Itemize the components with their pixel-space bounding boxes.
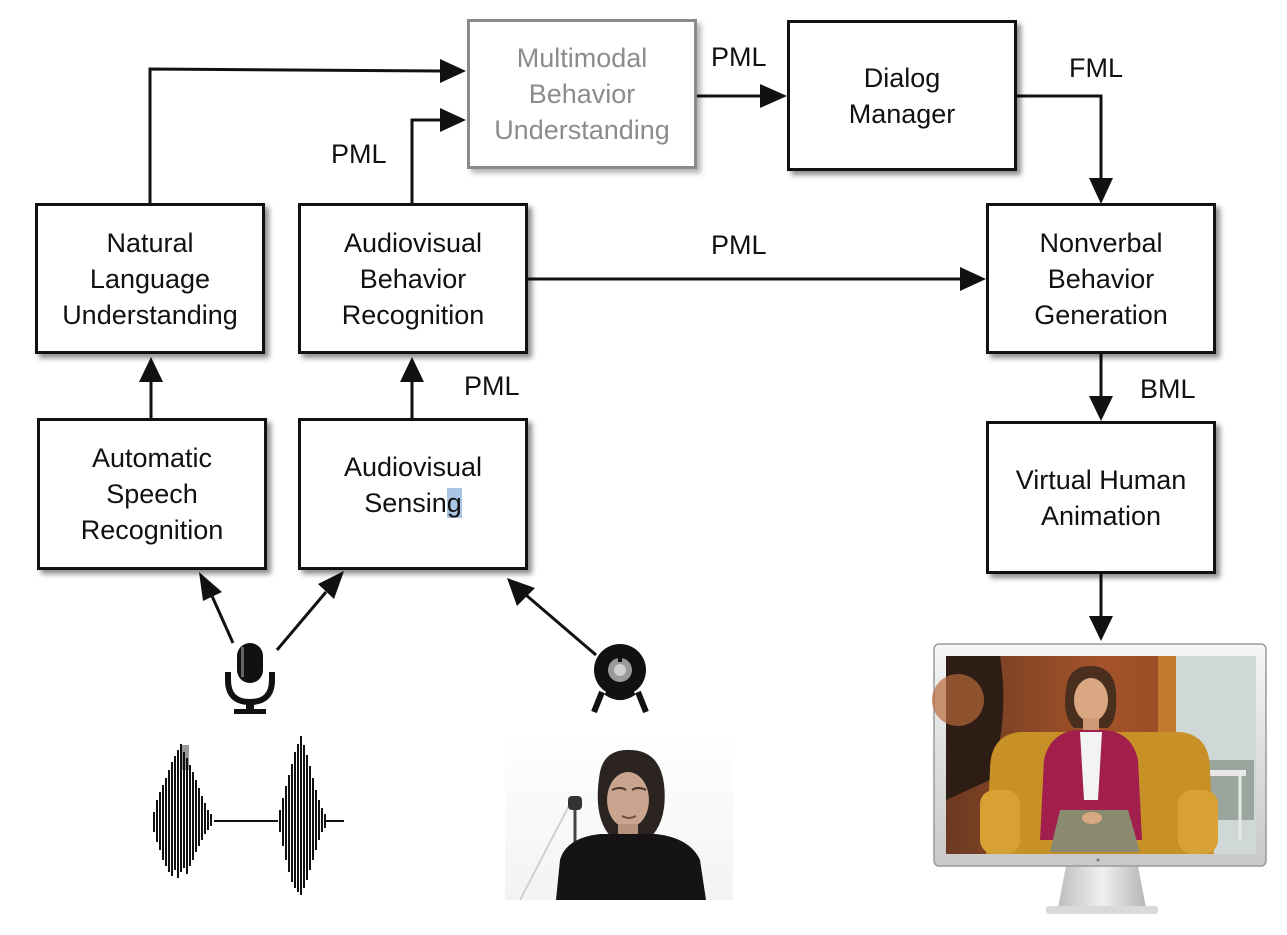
- edge-label-avbr-to-mbu: PML: [331, 139, 387, 169]
- text-selection-highlight: g: [446, 488, 462, 518]
- edge-label-nbg-to-vha: BML: [1140, 374, 1196, 404]
- arrow-dm-to-nbg: [1017, 94, 1103, 178]
- nonverbal-behavior-generation-label: Nonverbal Behavior Generation: [1034, 227, 1168, 330]
- dialog-manager-label: Dialog Manager: [848, 62, 956, 129]
- edge-label-avbr-to-nbg: PML: [711, 230, 767, 260]
- arrow-nlu-to-mbu: [148, 67, 441, 203]
- automatic-speech-recognition-box: Automatic Speech Recognition: [37, 418, 267, 570]
- edge-label-mbu-to-dm: PML: [711, 42, 767, 72]
- natural-language-understanding-label: Natural Language Understanding: [62, 227, 238, 330]
- audiovisual-sensing-label: Audiovisual Sensing: [344, 449, 482, 521]
- dialog-manager-box: Dialog Manager: [787, 20, 1017, 171]
- virtual-human-animation-label: Virtual Human Animation: [1015, 464, 1187, 531]
- virtual-human-animation-box: Virtual Human Animation: [986, 421, 1216, 574]
- arrow-mic-to-avs: [275, 591, 328, 651]
- audiovisual-behavior-recognition-box: Audiovisual Behavior Recognition: [298, 203, 528, 354]
- multimodal-behavior-understanding-box: Multimodal Behavior Understanding: [467, 19, 697, 169]
- audiovisual-sensing-box: Audiovisual Sensing: [298, 418, 528, 570]
- arrow-mic-to-asr: [210, 595, 235, 644]
- audiovisual-behavior-recognition-label: Audiovisual Behavior Recognition: [341, 227, 485, 330]
- edge-label-avs-to-avbr: PML: [464, 371, 520, 401]
- arrow-avbr-to-mbu: [410, 118, 440, 203]
- audiovisual-sensing-label-main: Audiovisual Sensin: [343, 452, 483, 518]
- automatic-speech-recognition-label: Automatic Speech Recognition: [80, 443, 224, 545]
- nonverbal-behavior-generation-box: Nonverbal Behavior Generation: [986, 203, 1216, 354]
- natural-language-understanding-box: Natural Language Understanding: [35, 203, 265, 354]
- arrow-webcam-to-avs: [525, 593, 597, 657]
- edge-label-dm-to-nbg: FML: [1069, 53, 1123, 83]
- multimodal-behavior-understanding-label: Multimodal Behavior Understanding: [494, 43, 670, 145]
